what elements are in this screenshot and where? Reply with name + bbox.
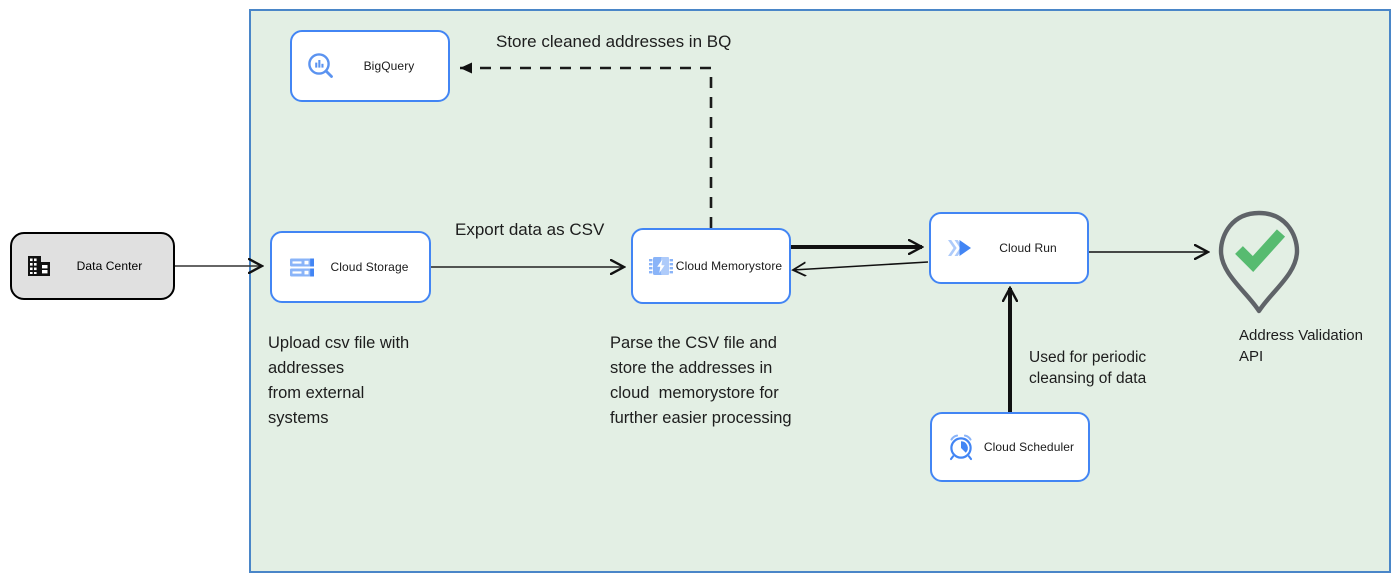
node-label-bigquery: BigQuery [363,58,415,73]
node-cloud-scheduler[interactable]: Cloud Scheduler [930,412,1090,482]
edge-label-store-cleaned-addresses: Store cleaned addresses in BQ [496,32,732,51]
edge-memorystore-to-bigquery-dashed [460,62,713,228]
node-label-data-center: Data Center [76,258,143,273]
node-data-center[interactable]: Data Center [10,232,175,300]
node-cloud-memorystore[interactable]: Cloud Memorystore [631,228,791,304]
edge-label-export-data-as-csv: Export data as CSV [455,220,605,239]
data-center-icon [26,253,52,279]
node-label-cloud-memorystore: Cloud Memorystore [675,258,783,273]
node-label-cloud-scheduler: Cloud Scheduler [983,439,1075,454]
node-cloud-storage[interactable]: Cloud Storage [270,231,431,303]
caption-upload-csv: Upload csv file with addresses from exte… [268,334,410,427]
bigquery-icon [306,51,336,81]
node-label-address-validation-api: Address Validation API [1239,327,1363,365]
cloud-run-icon [945,234,975,262]
node-bigquery[interactable]: BigQuery [290,30,450,102]
node-label-cloud-storage: Cloud Storage [330,259,409,274]
cloud-scheduler-icon [946,432,976,462]
cloud-storage-icon [288,253,316,281]
edge-cloudrun-to-memorystore [793,261,929,270]
edge-label-periodic-cleansing: Used for periodic cleansing of data [1029,349,1147,387]
map-pin-check-icon [1218,210,1300,314]
cloud-boundary-rect [249,9,1391,573]
caption-parse-csv: Parse the CSV file and store the address… [610,334,792,427]
node-label-cloud-run: Cloud Run [999,240,1057,255]
cloud-memorystore-icon [647,252,675,280]
node-cloud-run[interactable]: Cloud Run [929,212,1089,284]
